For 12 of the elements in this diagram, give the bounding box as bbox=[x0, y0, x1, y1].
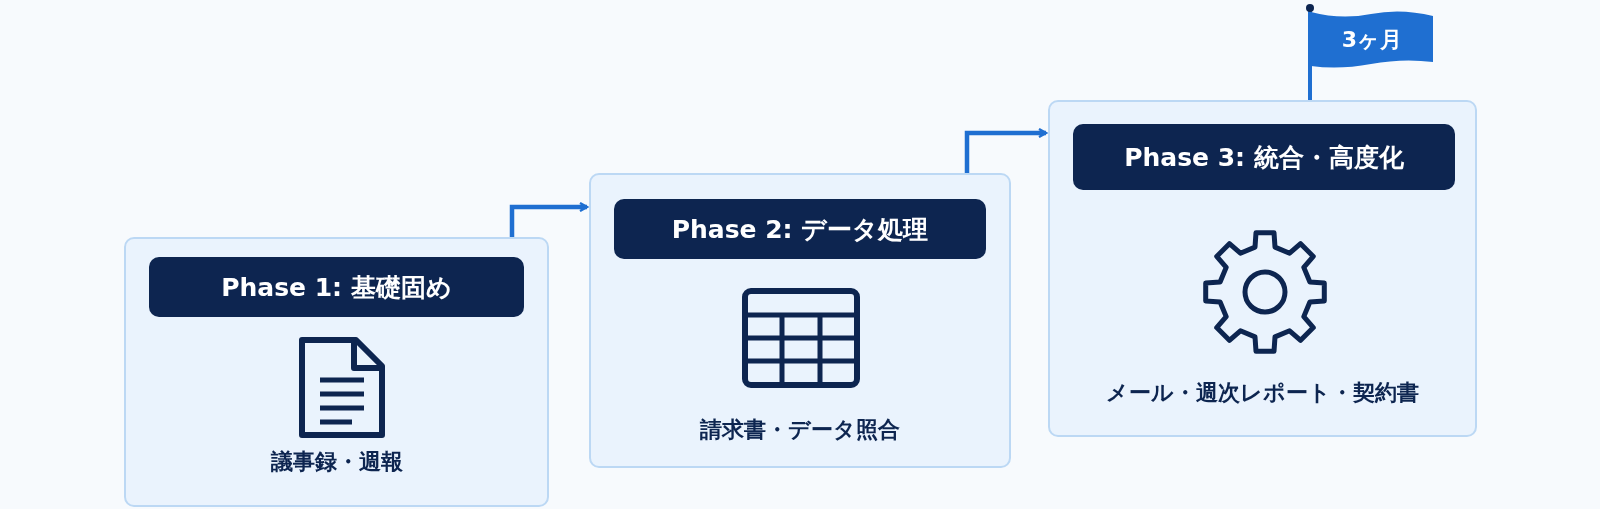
phase-description: 議事録・週報 bbox=[270, 448, 403, 476]
step-arrow bbox=[509, 201, 589, 237]
phase-description: メール・週次レポート・契約書 bbox=[1106, 379, 1419, 407]
milestone-flag: 3ヶ月 bbox=[1311, 12, 1433, 68]
phase-header: Phase 2: データ処理 bbox=[614, 199, 986, 259]
phase-header: Phase 1: 基礎固め bbox=[149, 257, 524, 317]
step-arrow bbox=[964, 127, 1048, 173]
phase-card bbox=[124, 237, 549, 507]
phase-header: Phase 3: 統合・高度化 bbox=[1073, 124, 1455, 190]
phase-card bbox=[1048, 100, 1477, 437]
phase-description: 請求書・データ照合 bbox=[700, 416, 900, 444]
phase-card bbox=[589, 173, 1011, 468]
